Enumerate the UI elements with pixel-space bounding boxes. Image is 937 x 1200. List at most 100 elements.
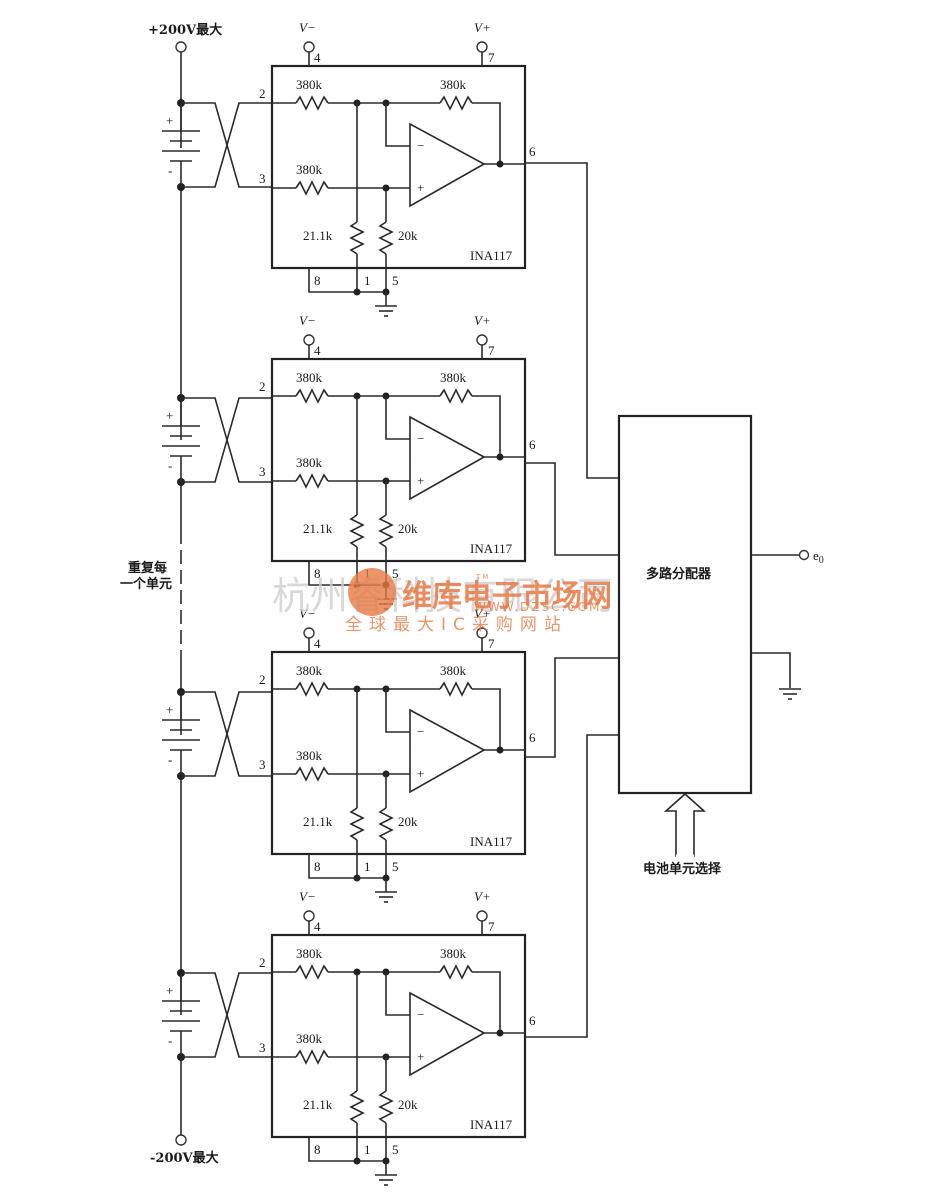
watermark-url: WWW.DZSC.COM (474, 600, 601, 614)
part-label: INA117 (470, 541, 513, 556)
opamp-icon (409, 122, 486, 208)
opamp-minus: − (417, 1007, 424, 1022)
top-rail-label: +200V最大 (148, 22, 222, 38)
vminus-label: V− (299, 889, 316, 904)
vplus-terminal-icon (476, 41, 488, 53)
resistor-icon (378, 807, 394, 841)
pin-5-label: 5 (392, 273, 399, 288)
r-ref1-label: 21.1k (303, 1097, 333, 1112)
pin-7-label: 7 (488, 50, 495, 65)
cross-lead (181, 972, 272, 1058)
mux-label: 多路分配器 (646, 566, 712, 582)
vplus-label: V+ (474, 889, 491, 904)
pin-7-label: 7 (488, 919, 495, 934)
pin-8-label: 8 (314, 859, 321, 874)
wire-a1-to-mux (525, 162, 619, 479)
wire-a4-to-mux (525, 734, 619, 1038)
ground-icon (375, 305, 397, 317)
output-routing (525, 162, 619, 1038)
battery-plus: + (166, 113, 173, 128)
resistor-icon (378, 221, 394, 255)
battery-cell-icon (162, 103, 200, 187)
node-dot (496, 746, 504, 754)
vplus-terminal-icon (476, 334, 488, 346)
resistor-icon (295, 180, 329, 196)
pin-4-label: 4 (314, 343, 321, 358)
resistor-icon (295, 473, 329, 489)
pin-8-label: 8 (314, 273, 321, 288)
watermark-logo-icon (348, 568, 396, 616)
vminus-terminal-icon (303, 334, 315, 346)
battery-plus: + (166, 702, 173, 717)
pin-1-label: 1 (364, 1142, 371, 1157)
cross-lead (181, 691, 272, 777)
r-in-top-label: 380k (296, 663, 323, 678)
resistor-icon (295, 95, 329, 111)
pin-6-label: 6 (529, 1013, 536, 1028)
pin-2-label: 2 (259, 86, 266, 101)
opamp-minus: − (417, 724, 424, 739)
battery-cell-icon (162, 973, 200, 1057)
part-label: INA117 (470, 1117, 513, 1132)
r-feedback-label: 380k (440, 370, 467, 385)
battery-cell-icon (162, 692, 200, 776)
pin-3-label: 3 (259, 171, 266, 186)
r-in-top-label: 380k (296, 77, 323, 92)
r-in-bottom-label: 380k (296, 1031, 323, 1046)
ina117-box (270, 650, 527, 856)
resistor-icon (439, 95, 473, 111)
resistor-icon (378, 514, 394, 548)
r-in-bottom-label: 380k (296, 748, 323, 763)
resistor-icon (295, 1049, 329, 1065)
pin-7-label: 7 (488, 343, 495, 358)
opamp-minus: − (417, 138, 424, 153)
r-in-bottom-label: 380k (296, 162, 323, 177)
node-dot (353, 874, 361, 882)
resistor-icon (439, 964, 473, 980)
wire-a3-to-mux (525, 657, 619, 758)
pin-6-label: 6 (529, 730, 536, 745)
part-label: INA117 (470, 834, 513, 849)
ground-icon (779, 688, 801, 700)
battery-plus: + (166, 408, 173, 423)
r-feedback-label: 380k (440, 946, 467, 961)
watermark: 杭州睿科技有限公司 维库电子市场网 TM WWW.DZSC.COM 全球最大IC… (272, 568, 614, 635)
mux-ground-wire (751, 652, 791, 688)
pin-4-label: 4 (314, 636, 321, 651)
battery-minus: - (168, 1033, 172, 1048)
part-label: INA117 (470, 248, 513, 263)
resistor-icon (349, 221, 365, 255)
pin-7-label: 7 (488, 636, 495, 651)
vminus-terminal-icon (303, 41, 315, 53)
resistor-icon (349, 1090, 365, 1124)
opamp-plus: + (417, 180, 424, 195)
bottom-terminal-icon (175, 1134, 187, 1146)
node-dot (496, 1029, 504, 1037)
r-in-top-label: 380k (296, 370, 323, 385)
battery-minus: - (168, 752, 172, 767)
opamp-minus: − (417, 431, 424, 446)
ina117-box (270, 933, 527, 1139)
r-ref2-label: 20k (398, 521, 418, 536)
repeat-note-line2: 一个单元 (120, 576, 172, 592)
battery-plus: + (166, 983, 173, 998)
pin-4-label: 4 (314, 919, 321, 934)
select-arrow-icon (663, 792, 707, 857)
node-dot (353, 1157, 361, 1165)
pin-2-label: 2 (259, 672, 266, 687)
pin-5-label: 5 (392, 859, 399, 874)
r-ref1-label: 21.1k (303, 521, 333, 536)
pin-8-label: 8 (314, 566, 321, 581)
vminus-label: V− (299, 313, 316, 328)
pin-6-label: 6 (529, 437, 536, 452)
pin-1-label: 1 (364, 859, 371, 874)
r-feedback-label: 380k (440, 663, 467, 678)
ground-icon (375, 1174, 397, 1186)
opamp-icon (409, 415, 486, 501)
vminus-label: V− (299, 20, 316, 35)
cross-lead (181, 102, 272, 188)
vplus-terminal-icon (476, 910, 488, 922)
resistor-icon (439, 388, 473, 404)
